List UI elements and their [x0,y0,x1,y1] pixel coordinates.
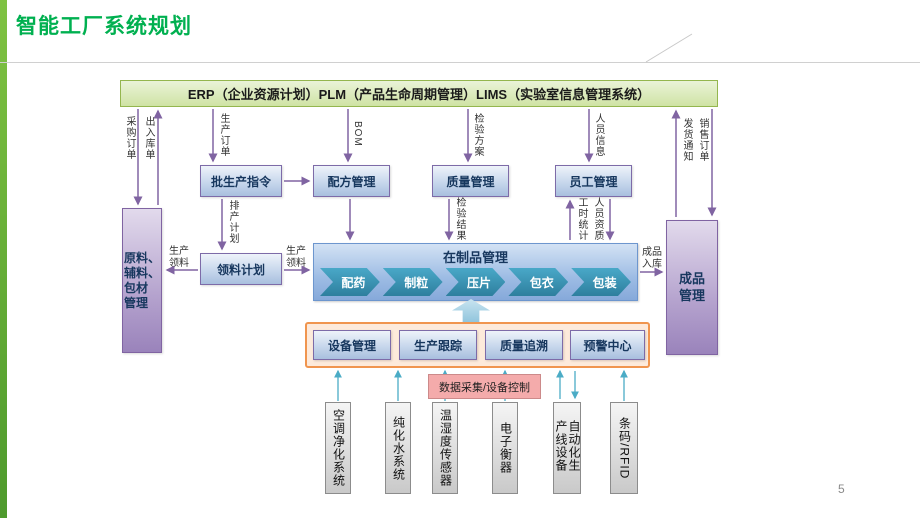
label-personnel-info: 人员信息 [593,113,604,157]
green-accent-bar [0,0,7,518]
equipment-label: 自动化生产线设备 [554,420,581,472]
label-shipping-notice: 发货通知 [681,118,692,162]
equipment-label: 温湿度传感器 [438,409,453,487]
wip-step-chevron: 配药 [320,268,380,296]
label-bom: BOM [352,121,363,147]
label-production-picking: 生产领料 [286,246,306,269]
box-recipe-management: 配方管理 [313,165,390,197]
equipment-purified-water-system: 纯化水系统 [385,402,411,494]
equipment-label: 纯化水系统 [391,415,406,481]
erp-plm-lims-bar: ERP（企业资源计划）PLM（产品生命周期管理）LIMS（实验室信息管理系统） [120,80,718,107]
box-quality-management: 质量管理 [432,165,509,197]
label-purchase-order: 采购订单 [124,116,135,160]
wip-step-chevron: 制粒 [383,268,443,296]
mes-module-quality-tracing: 质量追溯 [485,330,563,360]
label-warehouse-in-out: 出入库单 [143,116,154,160]
mes-module-equipment-management: 设备管理 [313,330,391,360]
box-picking-plan: 领料计划 [200,253,282,285]
label-production-order: 生产订单 [218,113,229,157]
equipment-electronic-scale: 电子衡器 [492,402,518,494]
equipment-label: 空调净化系统 [331,409,346,487]
box-material-management: 原料、 辅料、 包材 管理 [122,208,162,353]
data-collection-box: 数据采集/设备控制 [428,374,541,399]
mes-module-production-tracking: 生产跟踪 [399,330,477,360]
box-batch-production-order: 批生产指令 [200,165,282,197]
equipment-temp-humidity-sensor: 温湿度传感器 [432,402,458,494]
label-inspection-result: 检验结果 [454,197,465,241]
label-production-picking: 生产领料 [169,246,189,269]
label-scheduling-plan: 排产计划 [227,200,238,244]
label-sales-order: 销售订单 [697,118,708,162]
page-number: 5 [838,482,845,496]
header-divider [0,62,920,63]
wip-title: 在制品管理 [442,250,508,265]
label-work-hour-stats: 工时统计 [576,197,587,241]
label-finished-goods-inbound: 成品入库 [642,247,662,270]
equipment-hvac-system: 空调净化系统 [325,402,351,494]
equipment-label: 条码/RFID [617,416,632,480]
wip-step-chevron: 包装 [571,268,631,296]
box-wip-management: 在制品管理 配药 制粒 压片 包衣 包装 [313,243,638,301]
box-finished-goods-management: 成品 管理 [666,220,718,355]
label-inspection-plan: 检验方案 [472,113,483,157]
page-title: 智能工厂系统规划 [16,15,192,38]
label-personnel-qualification: 人员资质 [592,197,603,241]
equipment-label: 电子衡器 [498,422,513,474]
equipment-automated-production-line: 自动化生产线设备 [553,402,581,494]
block-up-arrow [452,299,490,323]
wip-step-chevron: 包衣 [508,268,568,296]
box-employee-management: 员工管理 [555,165,632,197]
wip-process-flow: 配药 制粒 压片 包衣 包装 [320,268,631,296]
wip-step-chevron: 压片 [446,268,506,296]
divider-flick [645,33,693,63]
equipment-barcode-rfid: 条码/RFID [610,402,638,494]
mes-module-alert-center: 预警中心 [570,330,645,360]
